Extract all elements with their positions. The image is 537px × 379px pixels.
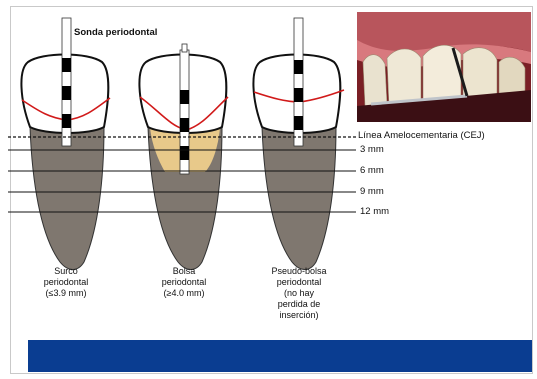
tooth-sulcus (21, 18, 110, 270)
tooth-pseudo-pocket (253, 18, 344, 270)
clinical-photo (357, 12, 531, 122)
depth-label-6mm: 6 mm (360, 165, 384, 176)
caption-pseudo-pocket: Pseudo-bolsa periodontal (no hay perdida… (252, 266, 346, 321)
periodontal-probe (62, 18, 71, 146)
periodontal-probe (294, 18, 303, 146)
tooth-root (30, 127, 104, 270)
tooth-root (262, 127, 336, 270)
probe-label: Sonda periodontal (74, 27, 157, 38)
cej-label: Línea Amelocementaria (CEJ) (358, 130, 485, 141)
periodontal-probe (180, 44, 189, 174)
footer-bar (28, 340, 532, 372)
caption-pocket: Bolsa periodontal (≥4.0 mm) (140, 266, 228, 299)
tooth-pocket (139, 44, 228, 270)
depth-label-3mm: 3 mm (360, 144, 384, 155)
depth-label-9mm: 9 mm (360, 186, 384, 197)
depth-label-12mm: 12 mm (360, 206, 389, 217)
caption-sulcus: Surco periodontal (≤3.9 mm) (22, 266, 110, 299)
